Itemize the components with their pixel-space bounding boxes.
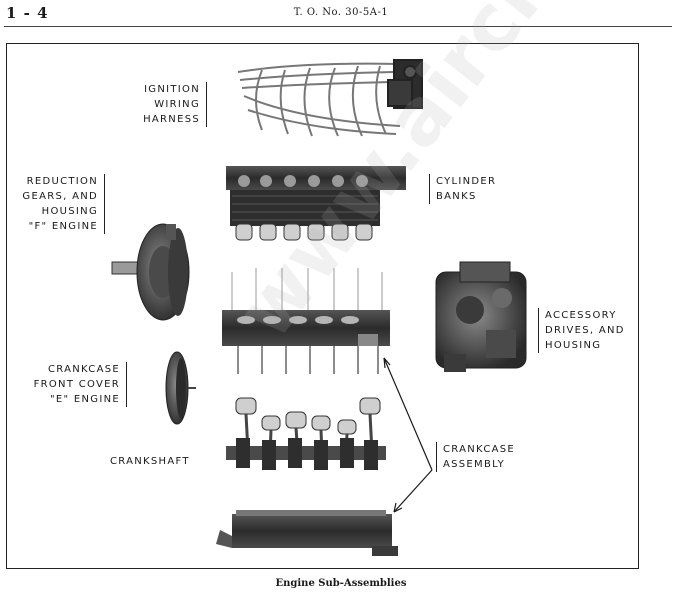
cylinder-banks-drawing	[226, 166, 406, 241]
lower-crankcase-drawing	[216, 510, 398, 556]
label-crankcase-assembly: CRANKCASE ASSEMBLY	[436, 442, 543, 472]
document-id: T. O. No. 30-5A-1	[293, 7, 389, 18]
crankcase-drawing	[222, 268, 390, 374]
accessory-drives-drawing	[435, 261, 527, 372]
label-accessory-drives: ACCESSORY DRIVES, AND HOUSING	[538, 308, 641, 353]
header-rule	[4, 26, 672, 27]
figure-caption: Engine Sub-Assemblies	[275, 578, 407, 589]
crankshaft-drawing	[226, 397, 386, 470]
reduction-gears-drawing	[111, 223, 190, 321]
label-crankshaft: CRANKSHAFT	[110, 456, 190, 467]
front-cover-drawing	[165, 351, 196, 425]
figure-frame	[6, 43, 639, 569]
label-ignition-wiring-harness: IGNITION WIRING HARNESS	[120, 82, 207, 127]
label-reduction-gears: REDUCTION GEARS, AND HOUSING "F" ENGINE	[10, 174, 105, 234]
label-crankcase-front-cover: CRANKCASE FRONT COVER "E" ENGINE	[22, 362, 127, 407]
page-number: 1 - 4	[6, 4, 49, 22]
crankcase-leader-arrows	[383, 357, 433, 513]
label-cylinder-banks: CYLINDER BANKS	[429, 174, 526, 204]
ignition-harness-drawing	[237, 59, 423, 137]
